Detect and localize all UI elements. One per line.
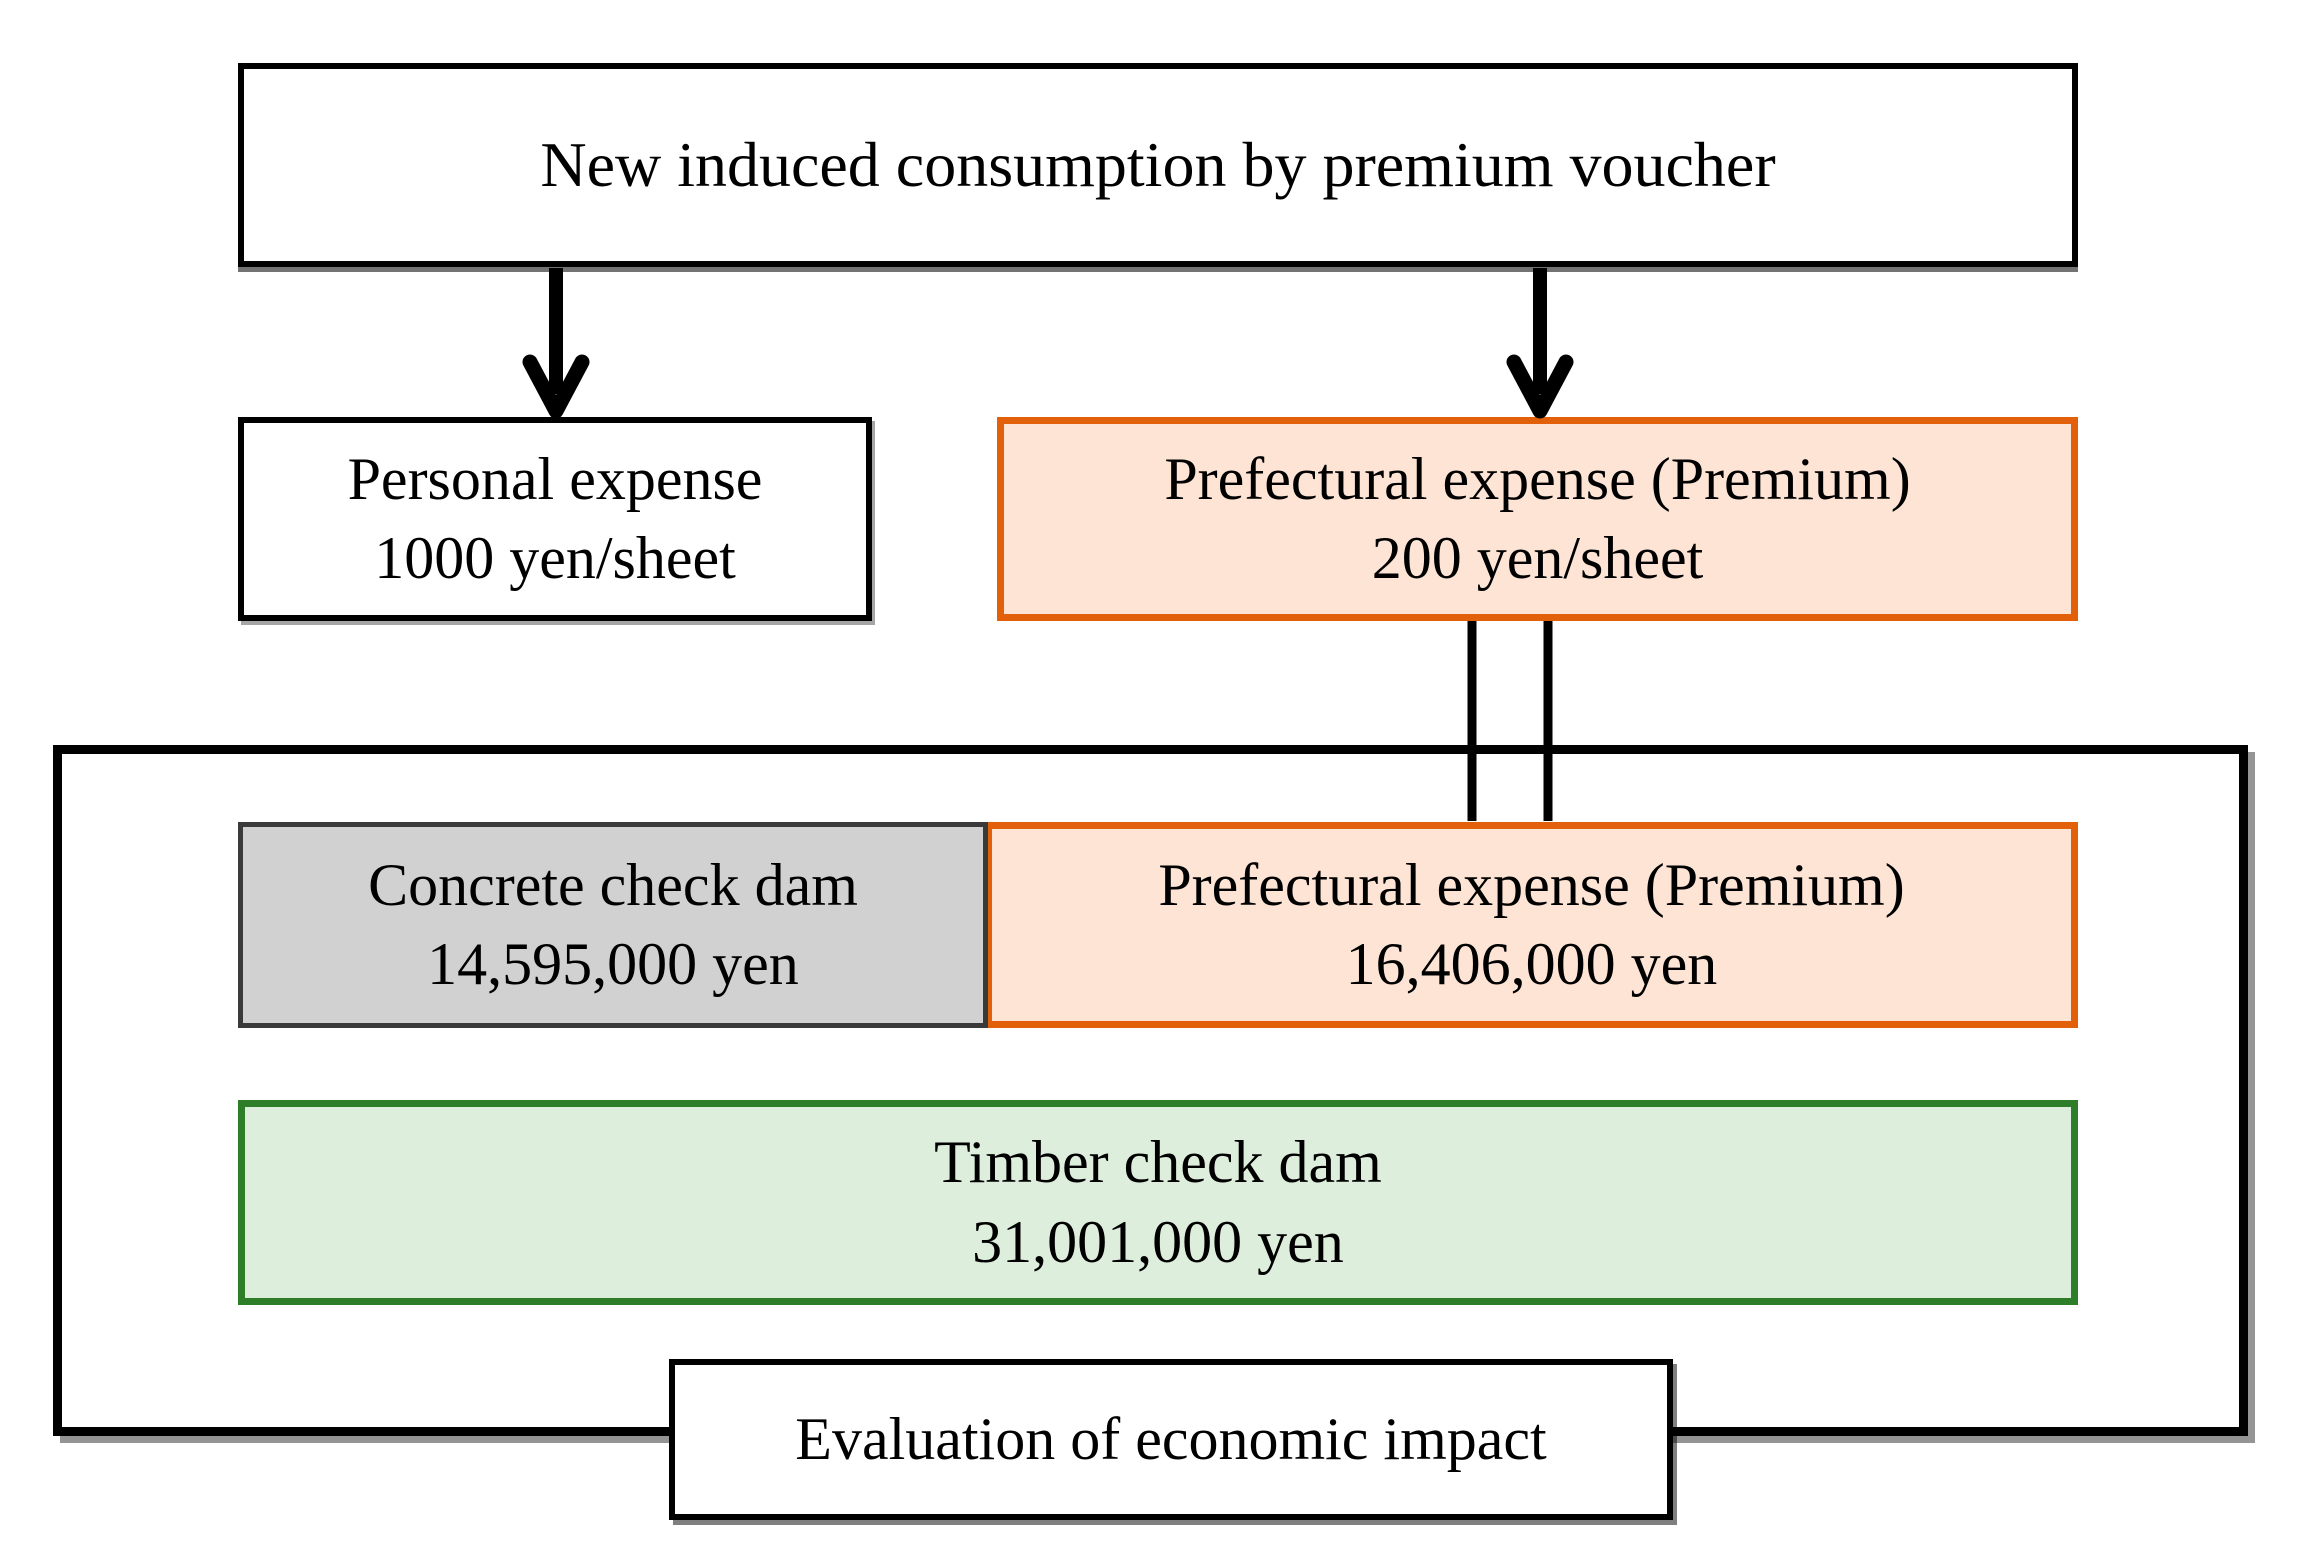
personal-expense-box: Personal expense 1000 yen/sheet <box>238 417 872 621</box>
concrete-check-dam-value: 14,595,000 yen <box>427 931 799 997</box>
evaluation-box: Evaluation of economic impact <box>669 1359 1673 1520</box>
timber-check-dam-value: 31,001,000 yen <box>972 1208 1344 1275</box>
timber-check-dam-box: Timber check dam 31,001,000 yen <box>238 1100 2078 1305</box>
arrow-down-left-icon <box>522 268 590 419</box>
personal-expense-title: Personal expense <box>347 445 763 512</box>
arrow-down-right-icon <box>1506 268 1574 419</box>
personal-expense-value: 1000 yen/sheet <box>374 525 736 591</box>
evaluation-label: Evaluation of economic impact <box>795 1405 1547 1472</box>
timber-check-dam-title: Timber check dam <box>934 1129 1382 1196</box>
prefectural-expense-lower-title: Prefectural expense (Premium) <box>1158 851 1905 918</box>
concrete-check-dam-title: Concrete check dam <box>368 851 858 918</box>
prefectural-expense-upper-title: Prefectural expense (Premium) <box>1164 445 1911 512</box>
new-induced-consumption-box: New induced consumption by premium vouch… <box>238 63 2078 267</box>
prefectural-expense-upper-box: Prefectural expense (Premium) 200 yen/sh… <box>997 417 2078 621</box>
concrete-check-dam-box: Concrete check dam 14,595,000 yen <box>238 822 988 1028</box>
prefectural-expense-upper-value: 200 yen/sheet <box>1371 525 1704 591</box>
prefectural-expense-lower-value: 16,406,000 yen <box>1345 931 1718 997</box>
new-induced-consumption-label: New induced consumption by premium vouch… <box>540 128 1776 200</box>
prefectural-expense-lower-box: Prefectural expense (Premium) 16,406,000… <box>985 822 2078 1028</box>
